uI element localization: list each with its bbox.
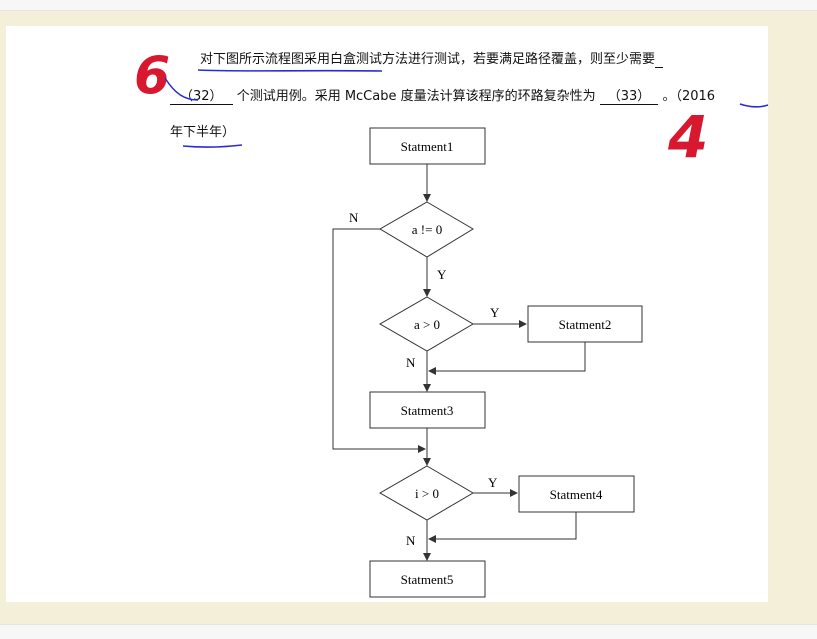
decision-i-greater-zero: i > 0 (378, 465, 474, 521)
decision-a-greater-zero-label: a > 0 (414, 317, 440, 332)
question-text-year: 。（2016 (662, 89, 716, 104)
statement1-box: Statment1 (369, 127, 486, 165)
statement3-label: Statment3 (401, 403, 454, 418)
underline-blue-halfyear (182, 144, 243, 148)
label-y-c1: Y (437, 267, 447, 282)
statement4-box: Statment4 (518, 475, 635, 513)
question-line-1: 对下图所示流程图采用白盒测试方法进行测试，若要满足路径覆盖，则至少需要 (200, 48, 664, 68)
label-y-c2: Y (490, 305, 500, 320)
statement2-box: Statment2 (527, 305, 643, 343)
statement1-label: Statment1 (401, 139, 454, 154)
handwritten-answer-4: 4 (668, 103, 709, 171)
arrow-s2-merge (428, 342, 586, 375)
blank-underline-32-lead (655, 52, 664, 68)
question-text-1: 对下图所示流程图采用白盒测试方法进行测试，若要满足路径覆盖，则至少需要 (200, 52, 656, 67)
label-n-c2: N (406, 355, 416, 370)
decision-a-not-zero-label: a != 0 (412, 222, 442, 237)
handwritten-answer-6: 6 (134, 46, 171, 106)
question-line-3: 年下半年） (170, 121, 235, 140)
statement4-label: Statment4 (550, 487, 603, 502)
label-y-c3: Y (488, 475, 498, 490)
label-n-c1: N (349, 210, 359, 225)
statement5-label: Statment5 (401, 572, 454, 587)
label-n-c3: N (406, 533, 416, 548)
decision-a-not-zero: a != 0 (379, 201, 474, 258)
question-text-2: 个测试用例。采用 McCabe 度量法计算该程序的环路复杂性为 (236, 89, 596, 104)
statement2-label: Statment2 (559, 317, 612, 332)
statement5-box: Statment5 (369, 560, 486, 598)
blank-32: （32） (170, 89, 233, 105)
statement3-box: Statment3 (369, 391, 486, 429)
question-line-2: （32） 个测试用例。采用 McCabe 度量法计算该程序的环路复杂性为 （33… (170, 85, 716, 105)
underline-blue-year (739, 103, 769, 108)
underline-blue-question (197, 69, 383, 72)
top-toolbar (0, 0, 817, 11)
bottom-toolbar (0, 624, 817, 639)
blank-33: （33） (599, 89, 659, 105)
decision-a-greater-zero: a > 0 (378, 296, 474, 352)
arrow-s4-merge (428, 512, 577, 543)
underline-blue-bracket (164, 77, 199, 101)
decision-i-greater-zero-label: i > 0 (415, 486, 439, 501)
arrow-c1-no-bypass (332, 228, 426, 453)
question-text-3: 年下半年） (170, 125, 236, 140)
